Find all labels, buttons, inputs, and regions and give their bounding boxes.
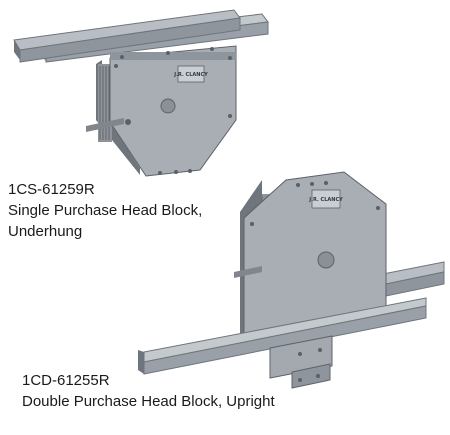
mount-bracket-2 <box>269 335 333 389</box>
svg-text:J.R. CLANCY: J.R. CLANCY <box>308 197 343 203</box>
bolts <box>114 47 232 175</box>
manufacturer-badge-2: J.R. CLANCY <box>308 189 343 209</box>
caption-double-purchase: 1CD-61255R Double Purchase Head Block, U… <box>22 370 275 412</box>
axle-hub-2 <box>317 251 335 269</box>
description-line: Single Purchase Head Block, <box>8 202 203 219</box>
axle-hub <box>160 98 176 114</box>
svg-text:J.R. CLANCY: J.R. CLANCY <box>173 72 208 78</box>
model-number: 1CS-61259R <box>8 181 95 198</box>
rail-front <box>138 297 427 375</box>
mount-bracket <box>110 52 236 60</box>
manufacturer-badge: J.R. CLANCY <box>173 65 208 83</box>
description-line: Underhung <box>8 223 83 240</box>
channel-beam-top <box>13 9 269 63</box>
spacer-rod-2 <box>234 266 262 278</box>
caption-single-purchase: 1CS-61259R Single Purchase Head Block, U… <box>8 179 202 242</box>
description-line: Double Purchase Head Block, Upright <box>22 393 275 410</box>
spacer-rod <box>86 118 124 132</box>
model-number: 1CD-61255R <box>22 372 110 389</box>
